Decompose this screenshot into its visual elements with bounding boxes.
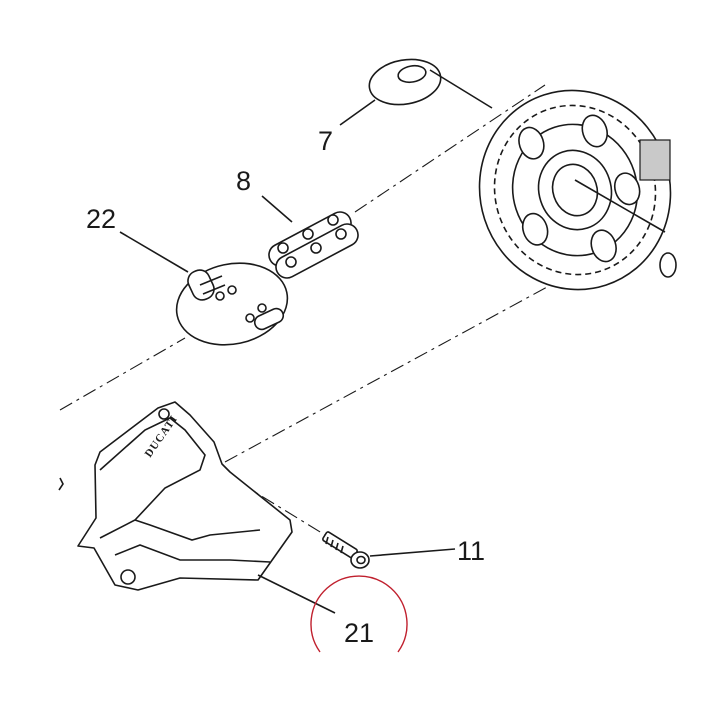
hub-shaded-detail <box>639 139 671 181</box>
leader-sprocket <box>429 69 493 109</box>
part-22-joint-kit <box>119 231 289 346</box>
part-21-sprocket-cover: DUCATI <box>77 401 336 614</box>
edge-fragment <box>58 477 64 491</box>
axis-line-chain-upper <box>354 84 546 213</box>
rear-sprocket <box>478 89 672 291</box>
part-11-bolt <box>322 531 456 569</box>
leader-hub <box>574 179 666 233</box>
part-7-spacer <box>339 58 442 126</box>
callout-7: 7 <box>318 126 333 156</box>
callout-11: 11 <box>457 536 485 566</box>
highlight-circle <box>310 575 408 653</box>
callout-22: 22 <box>86 204 116 234</box>
part-8-chain <box>261 195 359 279</box>
callout-8: 8 <box>236 166 251 196</box>
hub-stud <box>659 252 677 278</box>
axis-line-chain-lower <box>59 337 186 411</box>
callout-21: 21 <box>344 618 374 648</box>
axis-line-cover <box>224 279 561 463</box>
